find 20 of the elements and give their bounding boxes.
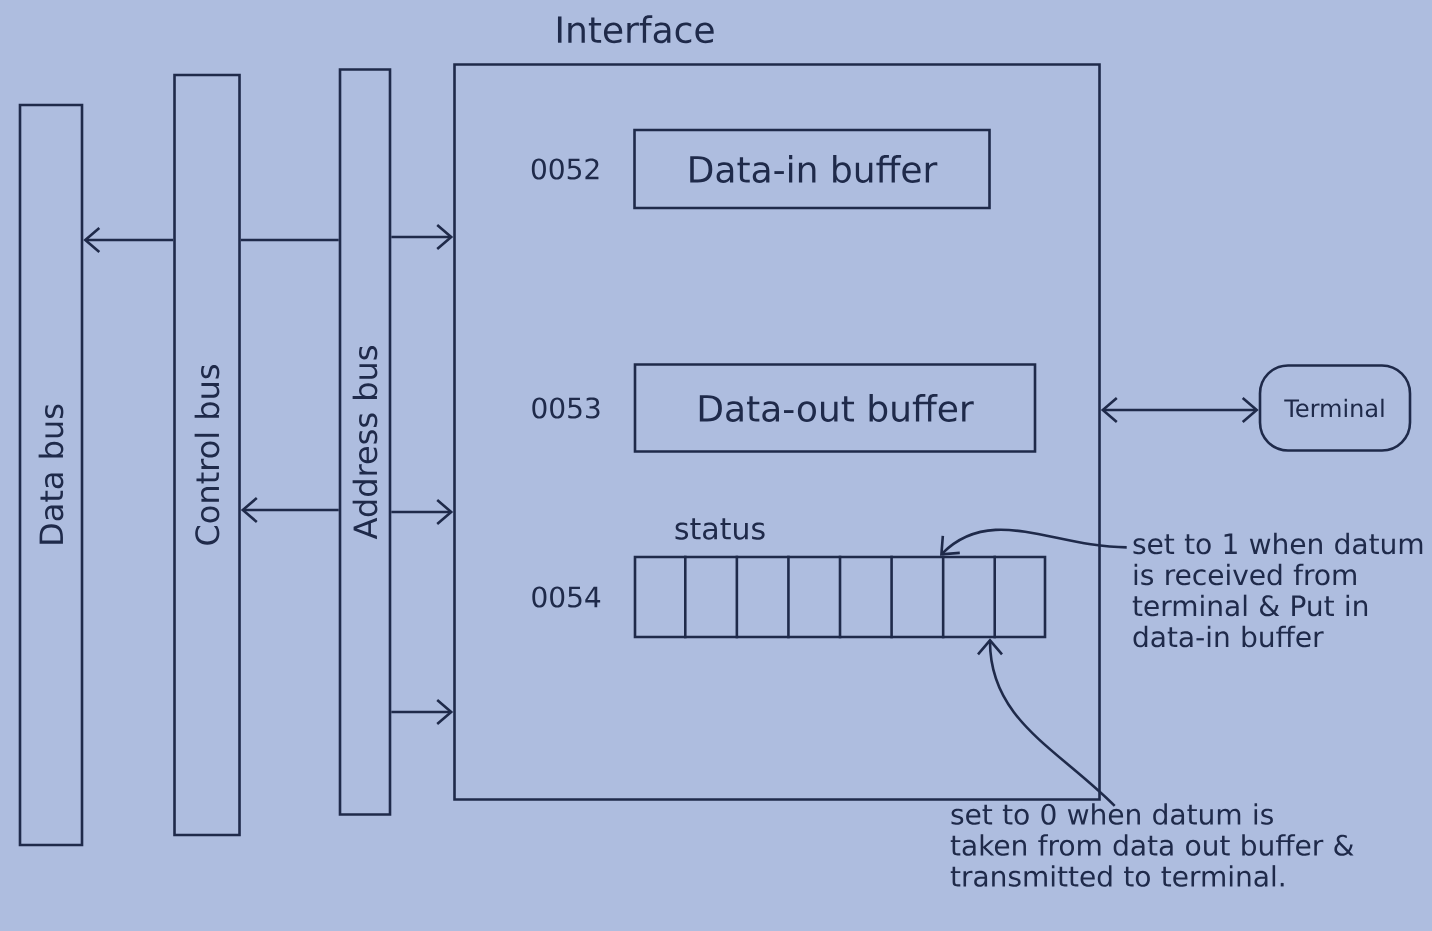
buffer-box: Data-in buffer xyxy=(633,128,991,210)
box-heading: Interface xyxy=(557,15,714,44)
register-heading: status xyxy=(675,518,765,540)
bus-bar: Address bus xyxy=(338,68,392,816)
arrow xyxy=(391,224,454,250)
address-label: 0053 xyxy=(532,397,600,419)
terminal-box: Terminal xyxy=(1258,364,1412,452)
address-label: 0052 xyxy=(531,158,599,180)
note-text: set to 0 when datum is taken from data out buffer & transmitted to terminal. xyxy=(950,803,1354,887)
arrow xyxy=(240,497,339,523)
address-label: 0054 xyxy=(532,586,601,608)
buffer-box: Data-out buffer xyxy=(633,363,1037,453)
arrow xyxy=(391,499,454,525)
arrow xyxy=(391,699,454,725)
curved-arrow xyxy=(940,528,1127,556)
note-text: set to 1 when datum is received from terminal & Put in data-in buffer xyxy=(1132,532,1423,648)
arrow xyxy=(1100,397,1259,423)
bus-bar: Data bus xyxy=(18,103,84,847)
arrow xyxy=(83,227,174,253)
bus-bar: Control bus xyxy=(173,73,241,837)
